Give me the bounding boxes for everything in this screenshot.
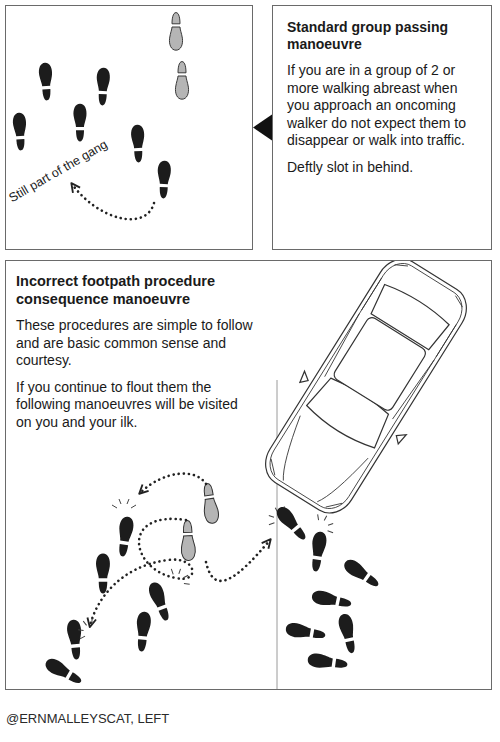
impact-marks [75, 499, 338, 640]
group-footprint [96, 554, 110, 594]
illustration-panel: Incorrect footpath procedure consequence… [5, 260, 492, 690]
scattered-footprint [341, 557, 382, 591]
body-text: If you continue to flout them the follow… [16, 379, 256, 432]
pointer-connector [253, 115, 272, 141]
group-footprint [38, 62, 53, 100]
body-text: These procedures are simple to follow an… [16, 317, 256, 370]
car-drawing [246, 261, 486, 528]
group-footprint [66, 619, 83, 660]
scattered-footprint [311, 589, 353, 611]
dotted-path-arrow [140, 474, 206, 493]
credit-label: @ERNMALLEYSCAT, LEFT [6, 711, 169, 726]
impact-burst [169, 564, 193, 586]
group-footprint [131, 125, 145, 163]
body-text: Deftly slot in behind. [287, 159, 483, 177]
panel-heading: Incorrect footpath procedure consequence… [16, 273, 256, 308]
car-body-line [262, 261, 470, 516]
group-footprint [157, 161, 171, 199]
scattered-footprint [307, 652, 348, 671]
dotted-path-arrow [72, 184, 154, 219]
impact-burst [75, 615, 95, 640]
group-footprint [73, 104, 86, 142]
footprint-label: Still part of the gang [7, 137, 110, 205]
group-footprint [115, 516, 134, 557]
group-footprint [134, 611, 151, 652]
impact-burst [112, 499, 136, 508]
group-footprint [12, 112, 27, 150]
car-body [256, 261, 475, 522]
car-lights [265, 261, 468, 513]
kerb-line [277, 380, 278, 689]
car-panel-lines [263, 278, 456, 515]
impact-burst [315, 510, 337, 534]
dotted-path-arrow [206, 540, 270, 581]
body-text: If you are in a group of 2 or more walki… [287, 62, 483, 150]
oncoming-footprint [175, 62, 188, 100]
group-footprint [96, 68, 110, 106]
scattered-footprint [337, 613, 359, 655]
scattered-footprint [285, 622, 327, 643]
dotted-path-arrow [90, 519, 192, 626]
panel-heading: Standard group passing manoeuvre [287, 19, 481, 53]
oncoming-footprint [200, 483, 219, 524]
oncoming-footprint [169, 13, 182, 51]
group-footprint [43, 656, 85, 688]
oncoming-footprint [180, 520, 195, 560]
scattered-footprint [274, 504, 310, 544]
illustration-panel: Still part of the gang [5, 5, 253, 250]
caption-box: Standard group passing manoeuvre If you a… [272, 5, 492, 250]
pointer-triangle [253, 115, 272, 141]
scattered-footprint [308, 531, 327, 572]
car-rear-window [368, 281, 452, 352]
group-footprint [146, 580, 173, 622]
